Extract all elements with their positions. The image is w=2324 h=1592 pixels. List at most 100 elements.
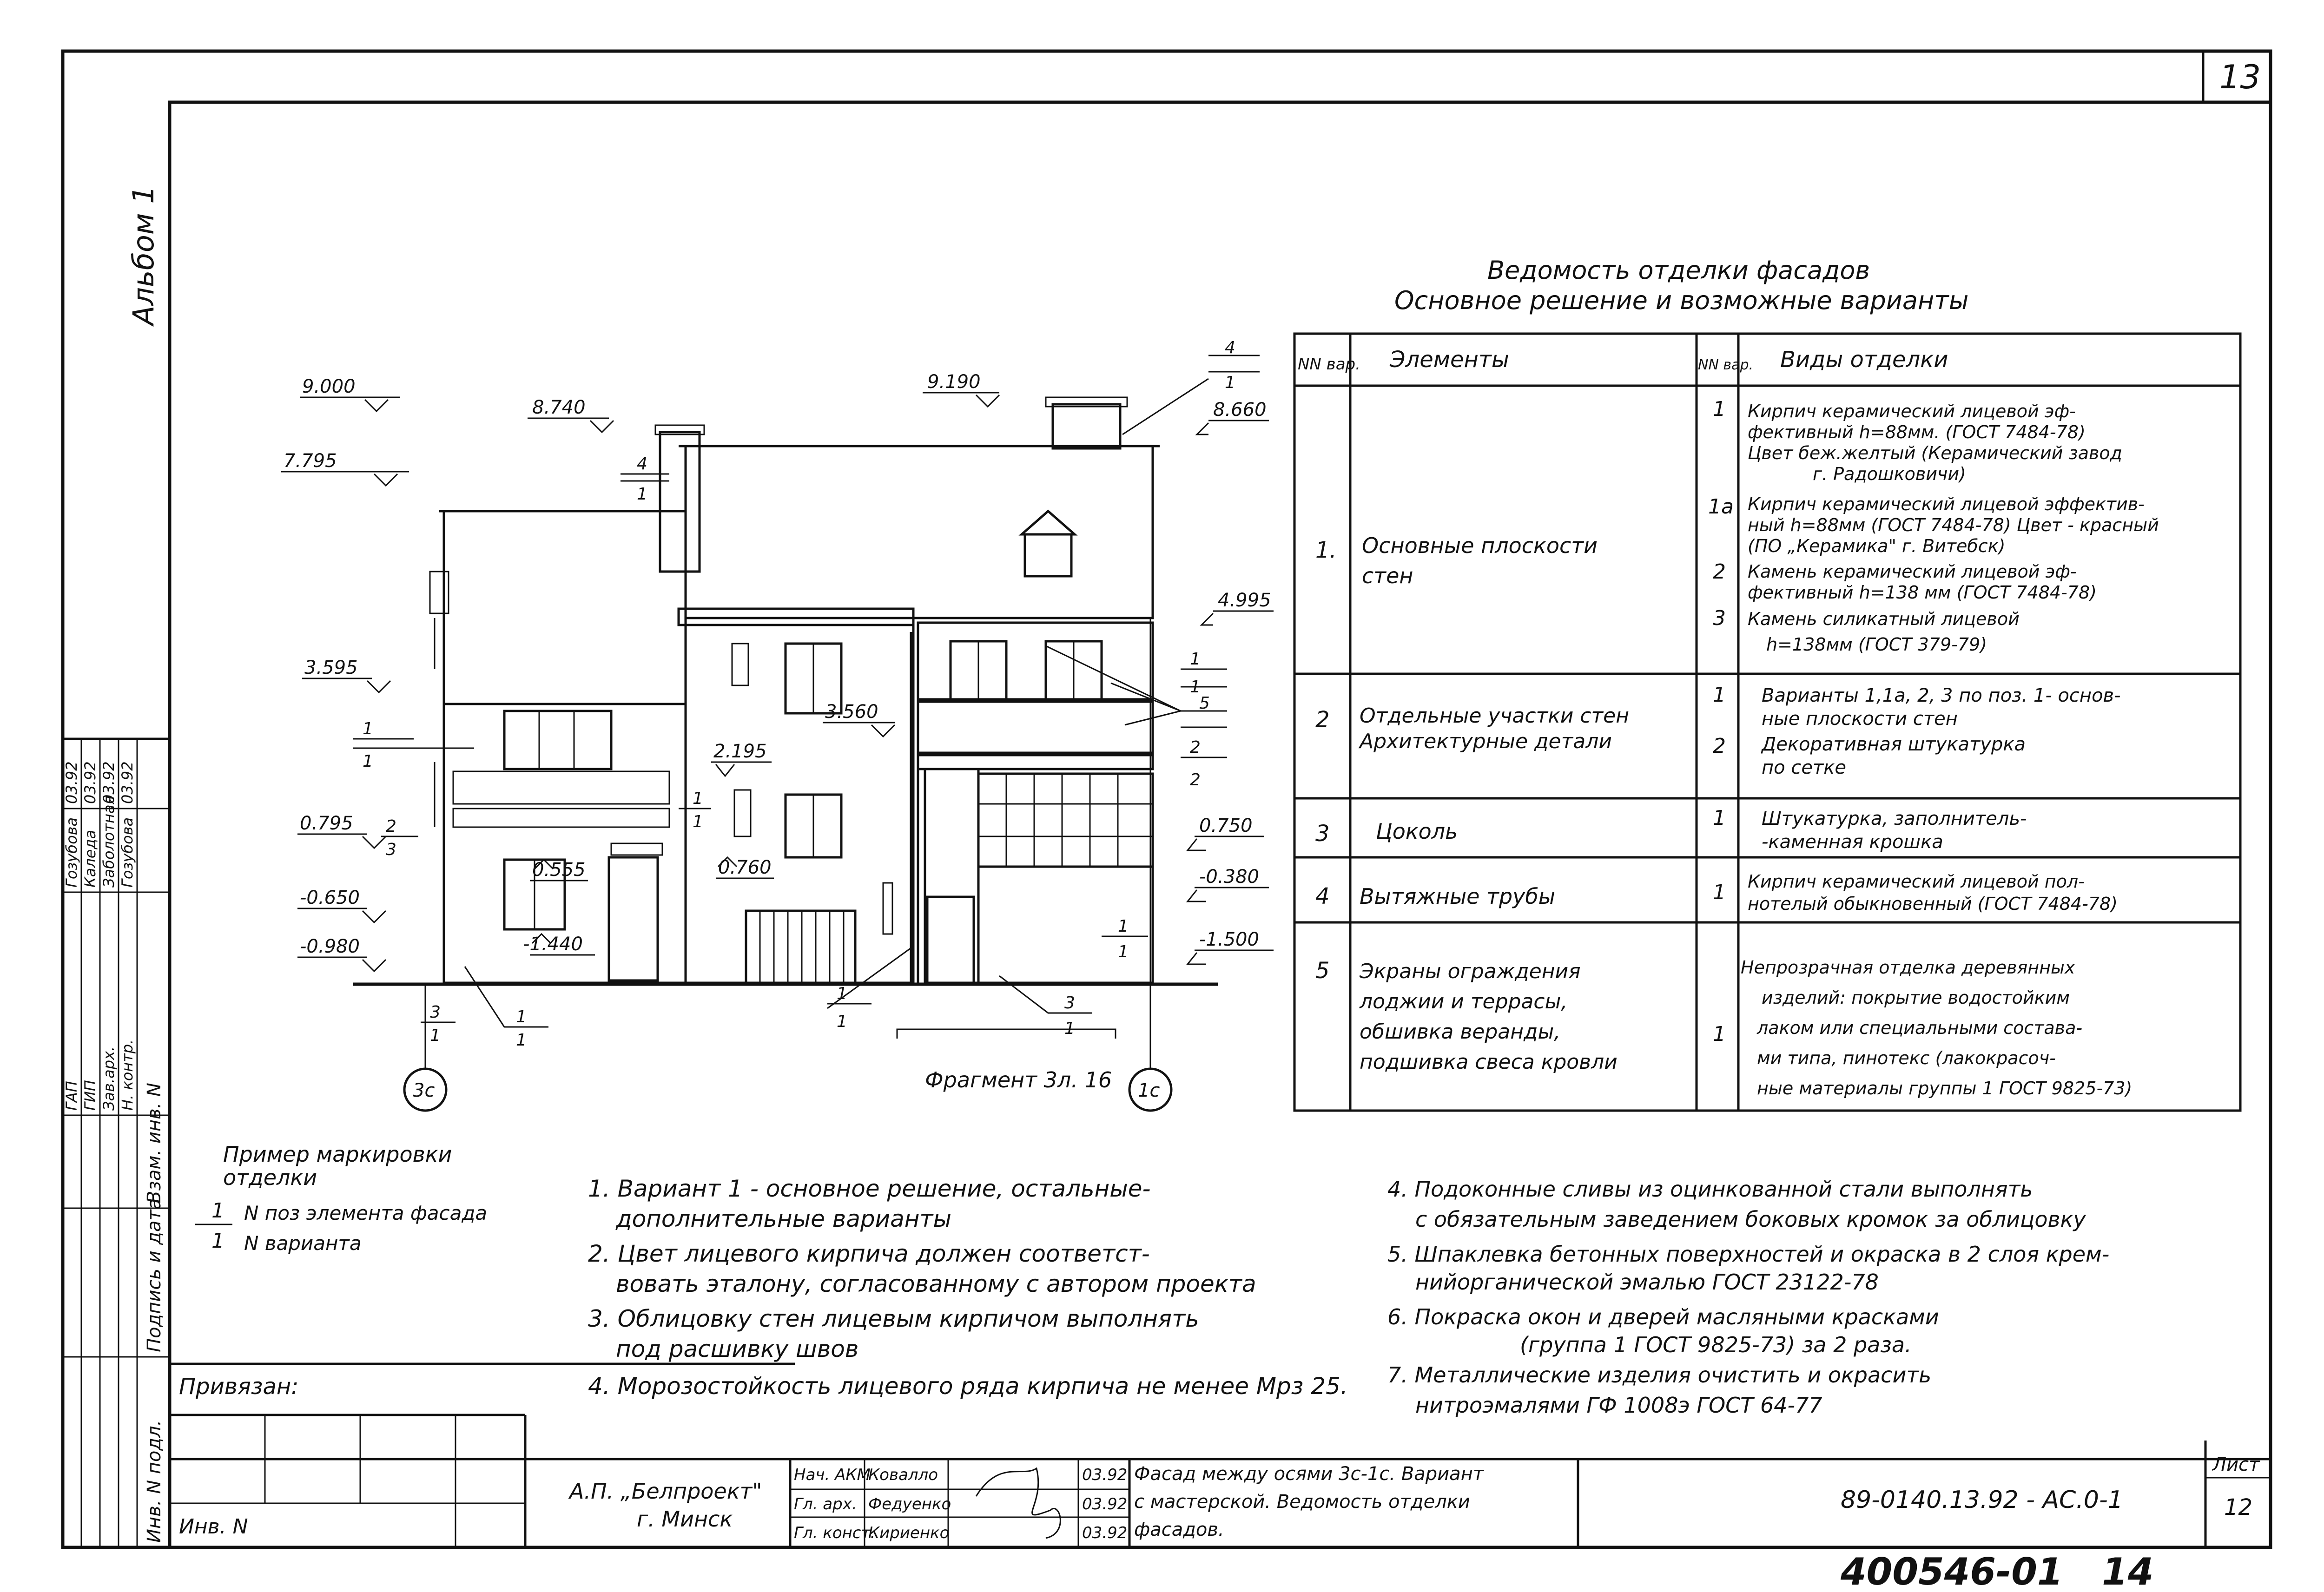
row4-element: Вытяжные трубы (1360, 884, 1555, 909)
row5-finish: Непрозрачная отделка деревянных изделий:… (1741, 957, 2132, 1099)
side-role: Н. контр. (119, 1039, 136, 1111)
sheet-title-line: Фасад между осями 3с-1с. Вариант (1134, 1463, 1485, 1485)
left-window-upper (503, 710, 613, 770)
level-mark: -1.440 (523, 934, 583, 955)
level-marks: 9.000 7.795 8.740 9.190 8.660 4.995 3.59… (281, 371, 1274, 973)
axis-bubble-left (403, 1067, 448, 1112)
left-chimney (659, 431, 701, 573)
svg-text:4: 4 (637, 454, 647, 474)
row4-finish-line: Кирпич керамический лицевой пол- (1748, 871, 2085, 892)
side-label: Взам. инв. N (144, 1083, 165, 1204)
notes-right: 4. Подоконные сливы из оцинкованной стал… (1387, 1177, 2109, 1418)
title-block: Привязан: Инв. N А.П. „Белпроект" г. Мин… (170, 1362, 2271, 1547)
note-line: 4. Подоконные сливы из оцинкованной стал… (1387, 1177, 2033, 1202)
row5-finish-line: ные материалы группы 1 ГОСТ 9825-73) (1757, 1078, 2132, 1099)
drawing-code: 89-0140.13.92 - АС.0-1 (1841, 1486, 2123, 1514)
level-mark: 8.660 (1213, 399, 1267, 421)
row2-var-1: 1 (1713, 683, 1726, 707)
center-railing (745, 909, 857, 984)
row2-finish-line: Декоративная штукатурка (1761, 734, 2026, 755)
bound-label: Привязан: (179, 1374, 298, 1400)
side-date: 03.92 (81, 761, 99, 804)
svg-text:1: 1 (693, 812, 703, 831)
level-mark: 7.795 (284, 450, 337, 472)
row1-var-2: 1а (1708, 495, 1734, 519)
staff-name: Ковалло (868, 1466, 938, 1484)
org-line-2: г. Минск (637, 1506, 733, 1532)
svg-text:1: 1 (430, 1026, 441, 1045)
sheet-title-line: фасадов. (1134, 1519, 1224, 1540)
row5-element-3: обшивка веранды, (1360, 1020, 1560, 1044)
note-line: (группа 1 ГОСТ 9825-73) за 2 раза. (1520, 1332, 1912, 1357)
svg-text:4: 4 (1225, 338, 1235, 357)
row3-element: Цоколь (1376, 819, 1458, 844)
level-mark: -0.650 (300, 887, 360, 908)
row1-finish-line: Камень керамический лицевой эф- (1748, 561, 2077, 582)
level-mark: 0.795 (300, 813, 353, 834)
side-role: Зав.арх. (100, 1046, 118, 1111)
row2-finish-line: ные плоскости стен (1762, 708, 1958, 730)
row4-finish-line: нотелый обыкновенный (ГОСТ 7484-78) (1748, 894, 2118, 914)
row3-finish-line: -каменная крошка (1762, 831, 1943, 853)
row1-finish-line: ный h=88мм (ГОСТ 7484-78) Цвет - красный (1748, 515, 2159, 535)
level-mark: 0.750 (1199, 815, 1253, 836)
row2-element-2: Архитектурные детали (1358, 730, 1612, 753)
row5-num: 5 (1315, 958, 1330, 984)
note-line: нитроэмалями ГФ 1008э ГОСТ 64-77 (1415, 1393, 1822, 1418)
svg-text:1: 1 (516, 1007, 527, 1026)
row2-var-2: 2 (1713, 734, 1726, 758)
table-title-1: Ведомость отделки фасадов (1487, 256, 1870, 285)
side-role: ГИП (81, 1080, 99, 1111)
svg-text:3: 3 (386, 840, 396, 859)
row1-finish-line: Камень силикатный лицевой (1748, 609, 2020, 629)
note-line: нийорганической эмалью ГОСТ 23122-78 (1415, 1270, 1879, 1295)
staff-role: Гл. конст. (794, 1524, 875, 1542)
row2-element-1: Отдельные участки стен (1360, 704, 1629, 728)
right-chimney (1051, 403, 1122, 450)
row1-finish-line: фективный h=88мм. (ГОСТ 7484-78) (1748, 422, 2086, 442)
row1-finish-line: (ПО „Керамика" г. Витебск) (1748, 536, 2006, 556)
staff-name: Кириенко (868, 1524, 949, 1542)
side-name: Гозубова (119, 817, 136, 888)
svg-text:1: 1 (1190, 678, 1201, 697)
axis-label-right: 1с (1138, 1080, 1160, 1101)
loggia-railing (917, 698, 1154, 754)
org-line-1: А.П. „Белпроект" (568, 1479, 762, 1504)
side-name: Заболотная (100, 796, 118, 888)
th-elements: Элементы (1389, 347, 1509, 373)
row1-finish-line: Кирпич керамический лицевой эффектив- (1748, 494, 2145, 514)
svg-text:1: 1 (637, 485, 647, 504)
svg-text:2: 2 (386, 817, 396, 836)
level-mark: -0.380 (1199, 866, 1259, 888)
svg-text:2: 2 (1190, 738, 1201, 757)
svg-text:1: 1 (693, 789, 703, 808)
leader-fraction-labels: 41 41 11 52 2 11 23 11 11 11 31 11 31 (363, 338, 1235, 1050)
row1-finish: Кирпич керамический лицевой эф- фективны… (1748, 401, 2159, 655)
level-mark: 8.740 (532, 397, 586, 418)
album-label: Альбом 1 (126, 185, 160, 327)
staff-role: Нач. АКМ (794, 1466, 871, 1484)
row5-finish-line: лаком или специальными состава- (1756, 1018, 2082, 1038)
level-mark: 2.195 (713, 741, 767, 762)
note-line: 4. Морозостойкость лицевого ряда кирпича… (588, 1373, 1348, 1400)
svg-text:1: 1 (1190, 650, 1201, 669)
side-date: 03.92 (119, 761, 136, 804)
row4-var: 1 (1713, 881, 1726, 904)
row1-var-1: 1 (1713, 397, 1726, 421)
row5-element-4: подшивка свеса кровли (1360, 1050, 1618, 1074)
row5-finish-line: изделий: покрытие водостойким (1762, 987, 2070, 1008)
side-role: ГАП (63, 1081, 80, 1111)
inv-no-label: Инв. N (179, 1515, 248, 1539)
row1-finish-line: h=138мм (ГОСТ 379-79) (1766, 634, 1987, 655)
row1-var-3: 2 (1713, 560, 1726, 584)
marking-line-1: N поз элемента фасада (244, 1202, 487, 1224)
handwritten-stamp: 400546-01 14 (1840, 1550, 2153, 1592)
veranda-windows (977, 772, 1154, 868)
staff-date: 03.92 (1082, 1466, 1127, 1484)
side-date: 03.92 (100, 761, 118, 804)
level-mark: -1.500 (1199, 929, 1259, 950)
svg-text:1: 1 (211, 1229, 224, 1253)
note-line: 7. Металлические изделия очистить и окра… (1387, 1362, 1931, 1388)
row1-finish-line: фективный h=138 мм (ГОСТ 7484-78) (1748, 582, 2097, 603)
